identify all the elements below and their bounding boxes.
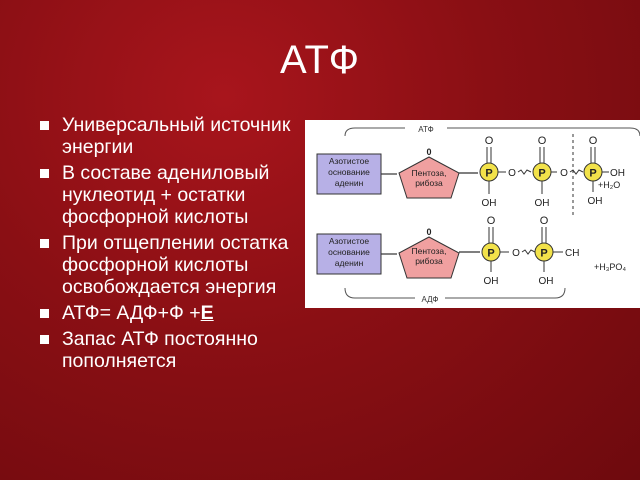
atp-ribose-label: Пентоза, (412, 168, 447, 178)
square-bullet-icon (40, 335, 49, 344)
adp-bracket-label: АДФ (422, 295, 439, 304)
bullet-text: В составе адениловый нуклеотид + остатки… (62, 162, 270, 228)
square-bullet-icon (40, 121, 49, 130)
atp-bracket-label: АТФ (418, 125, 433, 134)
adp-p1-top-o: O (487, 215, 496, 227)
adp-p2-top-o: O (540, 215, 549, 227)
adp-ribose-label: рибоза (415, 256, 443, 266)
atp-bridge-o-2: O (560, 168, 568, 179)
atp-ribose-label: рибоза (415, 178, 443, 188)
bullet-item: В составе адениловый нуклеотид + остатки… (40, 162, 315, 228)
atp-p2-oh: OH (535, 198, 550, 209)
atp-p1-top-o: O (485, 135, 494, 147)
atp-p1-oh: OH (482, 198, 497, 209)
atp-adenine-label: основание (328, 167, 370, 177)
atp-ribose-pentagon (398, 156, 460, 199)
energy-symbol: Е (200, 302, 214, 324)
water-label: +H₂O (598, 180, 620, 190)
bullet-text: Универсальный источник энергии (62, 114, 291, 158)
square-bullet-icon (40, 309, 49, 318)
atp-adenine-label: аденин (335, 178, 364, 188)
bullet-item: Запас АТФ постоянно пополняется (40, 328, 315, 372)
bullet-text: АТФ= АДФ+Ф + (62, 302, 201, 324)
square-bullet-icon (40, 239, 49, 248)
adp-adenine-label: основание (328, 247, 370, 257)
adp-phosphate-2-label: P (540, 248, 547, 260)
bullet-text: Запас АТФ постоянно пополняется (62, 328, 258, 372)
atp-p3-bottom-oh: OH (588, 196, 603, 207)
slide-title: АТФ (279, 38, 361, 82)
square-bullet-icon (40, 169, 49, 178)
adp-phosphate-1-label: P (487, 248, 494, 260)
phosphoric-acid-label: +H₃PO₄ (594, 262, 626, 272)
adp-ch-label: CH (565, 248, 579, 259)
bullet-list: Универсальный источник энергии В составе… (40, 114, 315, 376)
atp-phosphate-2-label: P (538, 168, 545, 180)
adp-adenine-label: Азотистое (329, 236, 369, 246)
adp-ribose-label: Пентоза, (412, 246, 447, 256)
adp-bridge-o: O (512, 248, 520, 259)
atp-adenine-box (316, 153, 382, 195)
atp-ribose-o: 0 (426, 147, 431, 157)
atp-structure-diagram: АТФ Азотистое основание аденин 0 Пентоза… (305, 120, 640, 308)
atp-p2-top-o: O (538, 135, 547, 147)
atp-phosphate-3-label: P (589, 168, 596, 180)
adp-p1-oh: OH (484, 276, 499, 287)
atp-bridge-o: O (508, 168, 516, 179)
adp-bracket (344, 287, 566, 299)
bullet-item: Универсальный источник энергии (40, 114, 315, 158)
adp-ribose-o: 0 (426, 227, 431, 237)
adp-adenine-label: аденин (335, 258, 364, 268)
bullet-text: При отщеплении остатка фосфорной кислоты… (62, 232, 289, 298)
adp-ribose-pentagon (398, 236, 460, 279)
atp-phosphate-1-label: P (485, 168, 492, 180)
atp-adenine-label: Азотистое (329, 156, 369, 166)
atp-p3-right-oh: OH (610, 168, 625, 179)
bullet-item: АТФ= АДФ+Ф +Е (40, 302, 315, 324)
adp-adenine-box (316, 233, 382, 275)
atp-p3-top-o: O (589, 135, 598, 147)
bullet-item: При отщеплении остатка фосфорной кислоты… (40, 232, 315, 298)
adp-p2-oh: OH (539, 276, 554, 287)
